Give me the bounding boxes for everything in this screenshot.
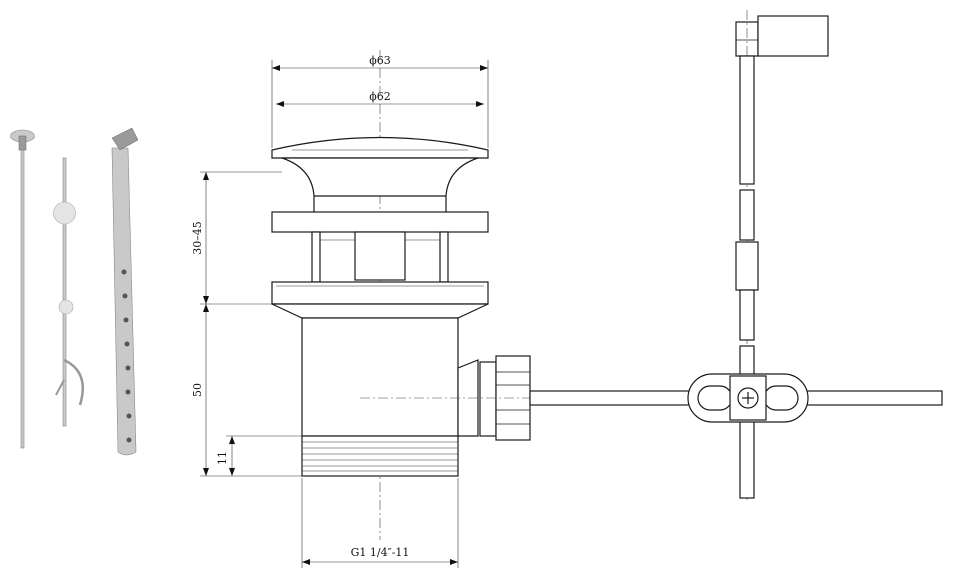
dimension-annotations: ϕ63 ϕ62 30–45 50 11 G1 1/4″-11 (191, 54, 489, 568)
lift-rod-upper (739, 55, 755, 185)
product-photo-parts (10, 127, 139, 456)
pop-up-waste-drawing (271, 50, 943, 540)
adjustable-cage (311, 231, 449, 283)
cap-stem-flare (281, 157, 479, 197)
upper-ring (271, 211, 489, 233)
drain-cap (271, 136, 489, 159)
spring-clip-clamp (687, 373, 809, 423)
rod-coupler (735, 241, 759, 291)
label-adjustable-height: 30–45 (191, 221, 204, 255)
drain-body (301, 317, 459, 437)
label-inner-diameter: ϕ62 (369, 90, 391, 103)
label-body-height: 50 (191, 383, 204, 397)
label-outer-diameter: ϕ63 (369, 54, 391, 67)
label-thread-height: 11 (216, 451, 229, 465)
threaded-tail (301, 435, 459, 477)
pull-rod-with-knob (10, 129, 35, 449)
label-thread-spec: G1 1/4″-11 (351, 546, 410, 559)
lower-flange (271, 281, 489, 305)
perforated-strap (111, 127, 139, 456)
pivot-rod-with-ball (53, 157, 84, 427)
lift-rod-linkage (687, 10, 829, 500)
